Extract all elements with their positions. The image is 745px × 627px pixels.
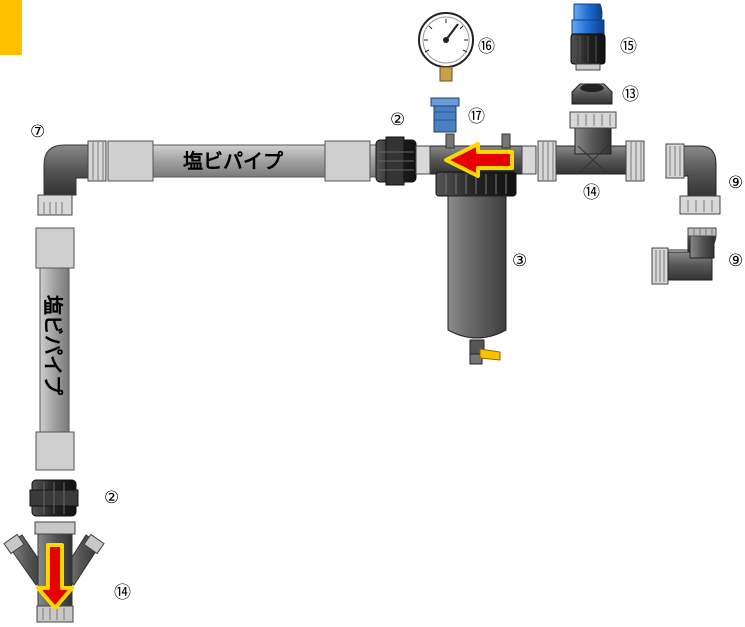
elbow-7 xyxy=(38,141,106,215)
reducer-13 xyxy=(572,84,612,104)
label-valve-15: ⑮ xyxy=(620,37,637,57)
label-union-2-bottom: ② xyxy=(104,488,119,508)
label-tee-14: ⑭ xyxy=(583,183,600,203)
drain-valve-handle xyxy=(480,349,500,360)
union-2-bottom xyxy=(30,480,78,516)
label-elbow-7: ⑦ xyxy=(30,122,45,142)
elbow-9-upper xyxy=(666,144,720,214)
elbow-9-lower xyxy=(652,228,716,284)
label-elbow-9-lower: ⑨ xyxy=(728,251,743,271)
ball-valve-icon xyxy=(571,4,605,70)
pressure-gauge-icon xyxy=(419,13,473,81)
pipe-label-horizontal: 塩ビパイプ xyxy=(183,149,284,173)
pvc-pipe-horizontal: 塩ビパイプ xyxy=(108,141,378,181)
label-reducer-13: ⑬ xyxy=(622,85,639,105)
label-gauge-16: ⑯ xyxy=(478,37,495,57)
label-union-2-top: ② xyxy=(390,110,405,130)
tee-14 xyxy=(538,112,644,181)
union-2-top xyxy=(376,137,416,185)
adapter-17 xyxy=(431,98,459,132)
accent-bar xyxy=(0,0,22,55)
label-filter-3: ③ xyxy=(512,251,527,271)
pvc-pipe-vertical: 塩ビパイプ xyxy=(36,228,74,470)
label-elbow-9-upper: ⑨ xyxy=(728,173,743,193)
label-y-fitting-14: ⑭ xyxy=(114,583,131,603)
pipe-label-vertical: 塩ビパイプ xyxy=(41,295,65,396)
label-adapter-17: ⑰ xyxy=(468,107,485,127)
